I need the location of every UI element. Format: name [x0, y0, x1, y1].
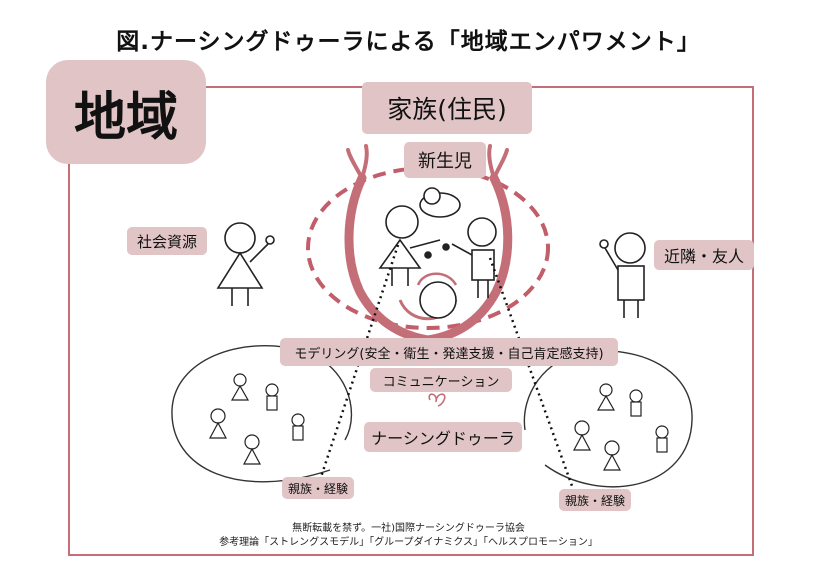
- doula-heart-icon: [428, 393, 446, 407]
- communication-label: コミュニケーション: [370, 368, 512, 392]
- footer-copyright: 無断転載を禁ず。一社)国際ナーシングドゥーラ協会: [292, 523, 525, 534]
- right-group-figures: [573, 383, 669, 471]
- social-resources-label: 社会資源: [127, 227, 207, 255]
- diagram-title: 図.ナーシングドゥーラによる「地域エンパワメント」: [116, 29, 701, 55]
- relatives-experience-left-label: 親族・経験: [282, 477, 354, 499]
- family-dashed-circle: [306, 166, 550, 330]
- social-resources-figure: [216, 222, 275, 306]
- doula-face: [416, 272, 458, 319]
- nursing-doula-label: ナーシングドゥーラ: [364, 422, 522, 452]
- neighbors-friends-label: 近隣・友人: [654, 240, 754, 270]
- neighbors-figure: [599, 232, 646, 318]
- left-group-circle: [171, 345, 353, 483]
- family-figures: [378, 187, 497, 298]
- relatives-experience-right-label: 親族・経験: [559, 489, 631, 511]
- right-group-circle: [523, 350, 693, 488]
- newborn-label: 新生児: [404, 142, 486, 178]
- left-group-figures: [209, 373, 305, 465]
- family-label: 家族(住民): [362, 82, 532, 134]
- region-label: 地域: [46, 60, 206, 164]
- modeling-label: モデリング(安全・衛生・発達支援・自己肯定感支持): [280, 338, 618, 366]
- footer-theory: 参考理論「ストレングスモデル」「グループダイナミクス」「ヘルスプロモーション」: [219, 537, 598, 548]
